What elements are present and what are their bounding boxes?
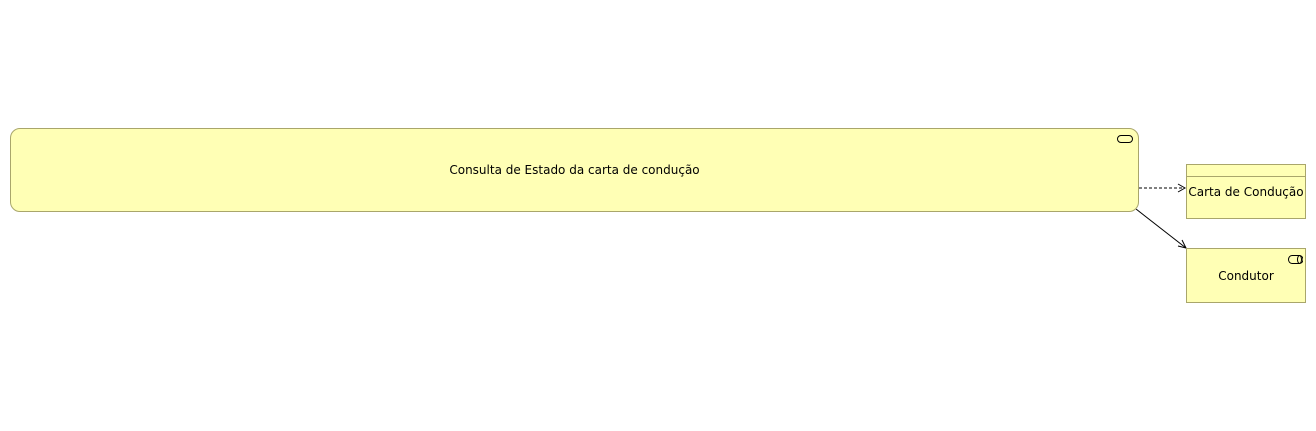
business-object-node[interactable]: Carta de Condução <box>1186 164 1306 219</box>
business-service-icon <box>1117 135 1133 143</box>
business-role-icon <box>1288 255 1303 264</box>
business-object-icon <box>1187 176 1305 177</box>
edge-serving-line <box>1135 208 1187 249</box>
edge-access-arrowhead <box>1177 183 1187 193</box>
business-service-node[interactable]: Consulta de Estado da carta de condução <box>10 128 1139 212</box>
business-role-label: Condutor <box>1218 269 1274 283</box>
business-object-label: Carta de Condução <box>1188 185 1304 199</box>
business-role-node[interactable]: Condutor <box>1186 248 1306 303</box>
edge-serving-service-to-role[interactable] <box>1135 208 1187 249</box>
edge-access-service-to-object[interactable] <box>1139 183 1187 193</box>
business-service-label: Consulta de Estado da carta de condução <box>449 163 700 177</box>
